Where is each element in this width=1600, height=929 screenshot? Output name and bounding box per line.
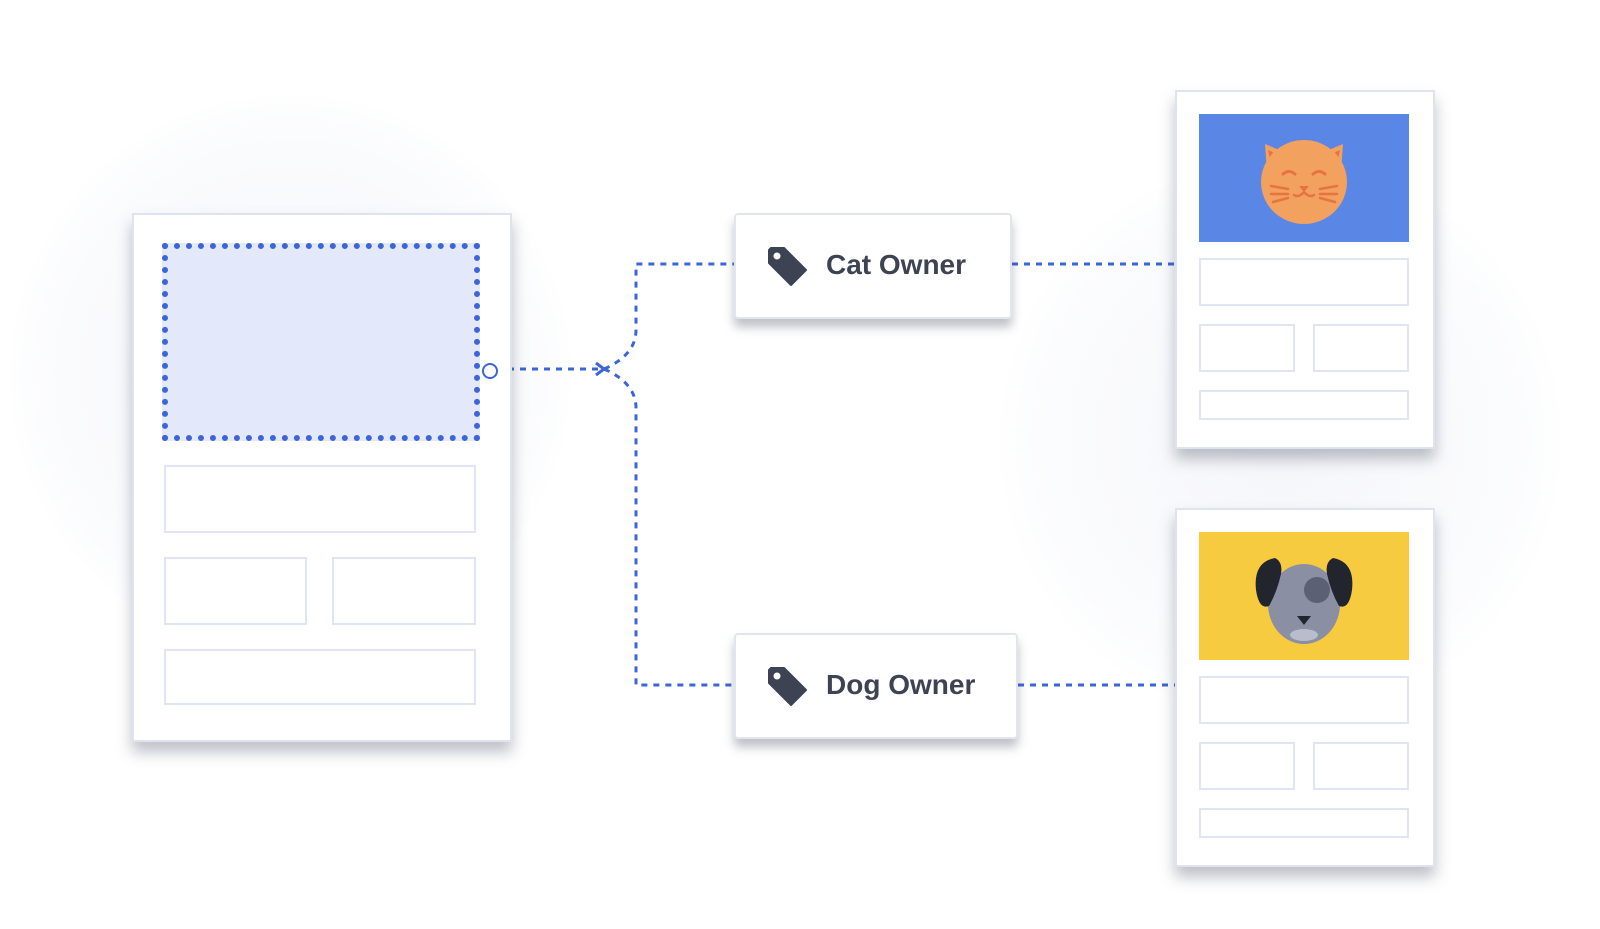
- branch-arrow-icon: [595, 361, 607, 377]
- tag-label: Cat Owner: [826, 249, 967, 280]
- variant-card-dog: [1175, 508, 1435, 867]
- variant-card-cat: [1175, 90, 1435, 449]
- tag-icon: [768, 247, 807, 286]
- dog-face-icon: [1255, 558, 1353, 644]
- tag-chip-dog-owner[interactable]: Dog Owner: [734, 633, 1018, 739]
- content-placeholder: [1313, 324, 1409, 372]
- source-page-card: [132, 213, 512, 742]
- tag-chip-cat-owner[interactable]: Cat Owner: [734, 213, 1012, 319]
- content-placeholder: [1313, 742, 1409, 790]
- connector-handle[interactable]: [482, 363, 498, 379]
- content-placeholder: [332, 557, 476, 625]
- variant-image-cat: [1199, 114, 1409, 242]
- tag-label: Dog Owner: [826, 669, 976, 700]
- content-placeholder: [1199, 676, 1409, 724]
- selected-content-block[interactable]: [162, 243, 480, 441]
- content-placeholder: [1199, 808, 1409, 838]
- content-placeholder: [164, 557, 307, 625]
- connector-branch-cat: [603, 262, 734, 371]
- content-placeholder: [164, 649, 476, 705]
- content-placeholder: [1199, 258, 1409, 306]
- variant-image-dog: [1199, 532, 1409, 660]
- content-placeholder: [1199, 390, 1409, 420]
- tag-icon: [768, 667, 807, 706]
- content-placeholder: [1199, 324, 1295, 372]
- content-placeholder: [164, 465, 476, 533]
- cat-face-icon: [1261, 140, 1347, 224]
- connector-branch-dog: [603, 367, 734, 687]
- content-placeholder: [1199, 742, 1295, 790]
